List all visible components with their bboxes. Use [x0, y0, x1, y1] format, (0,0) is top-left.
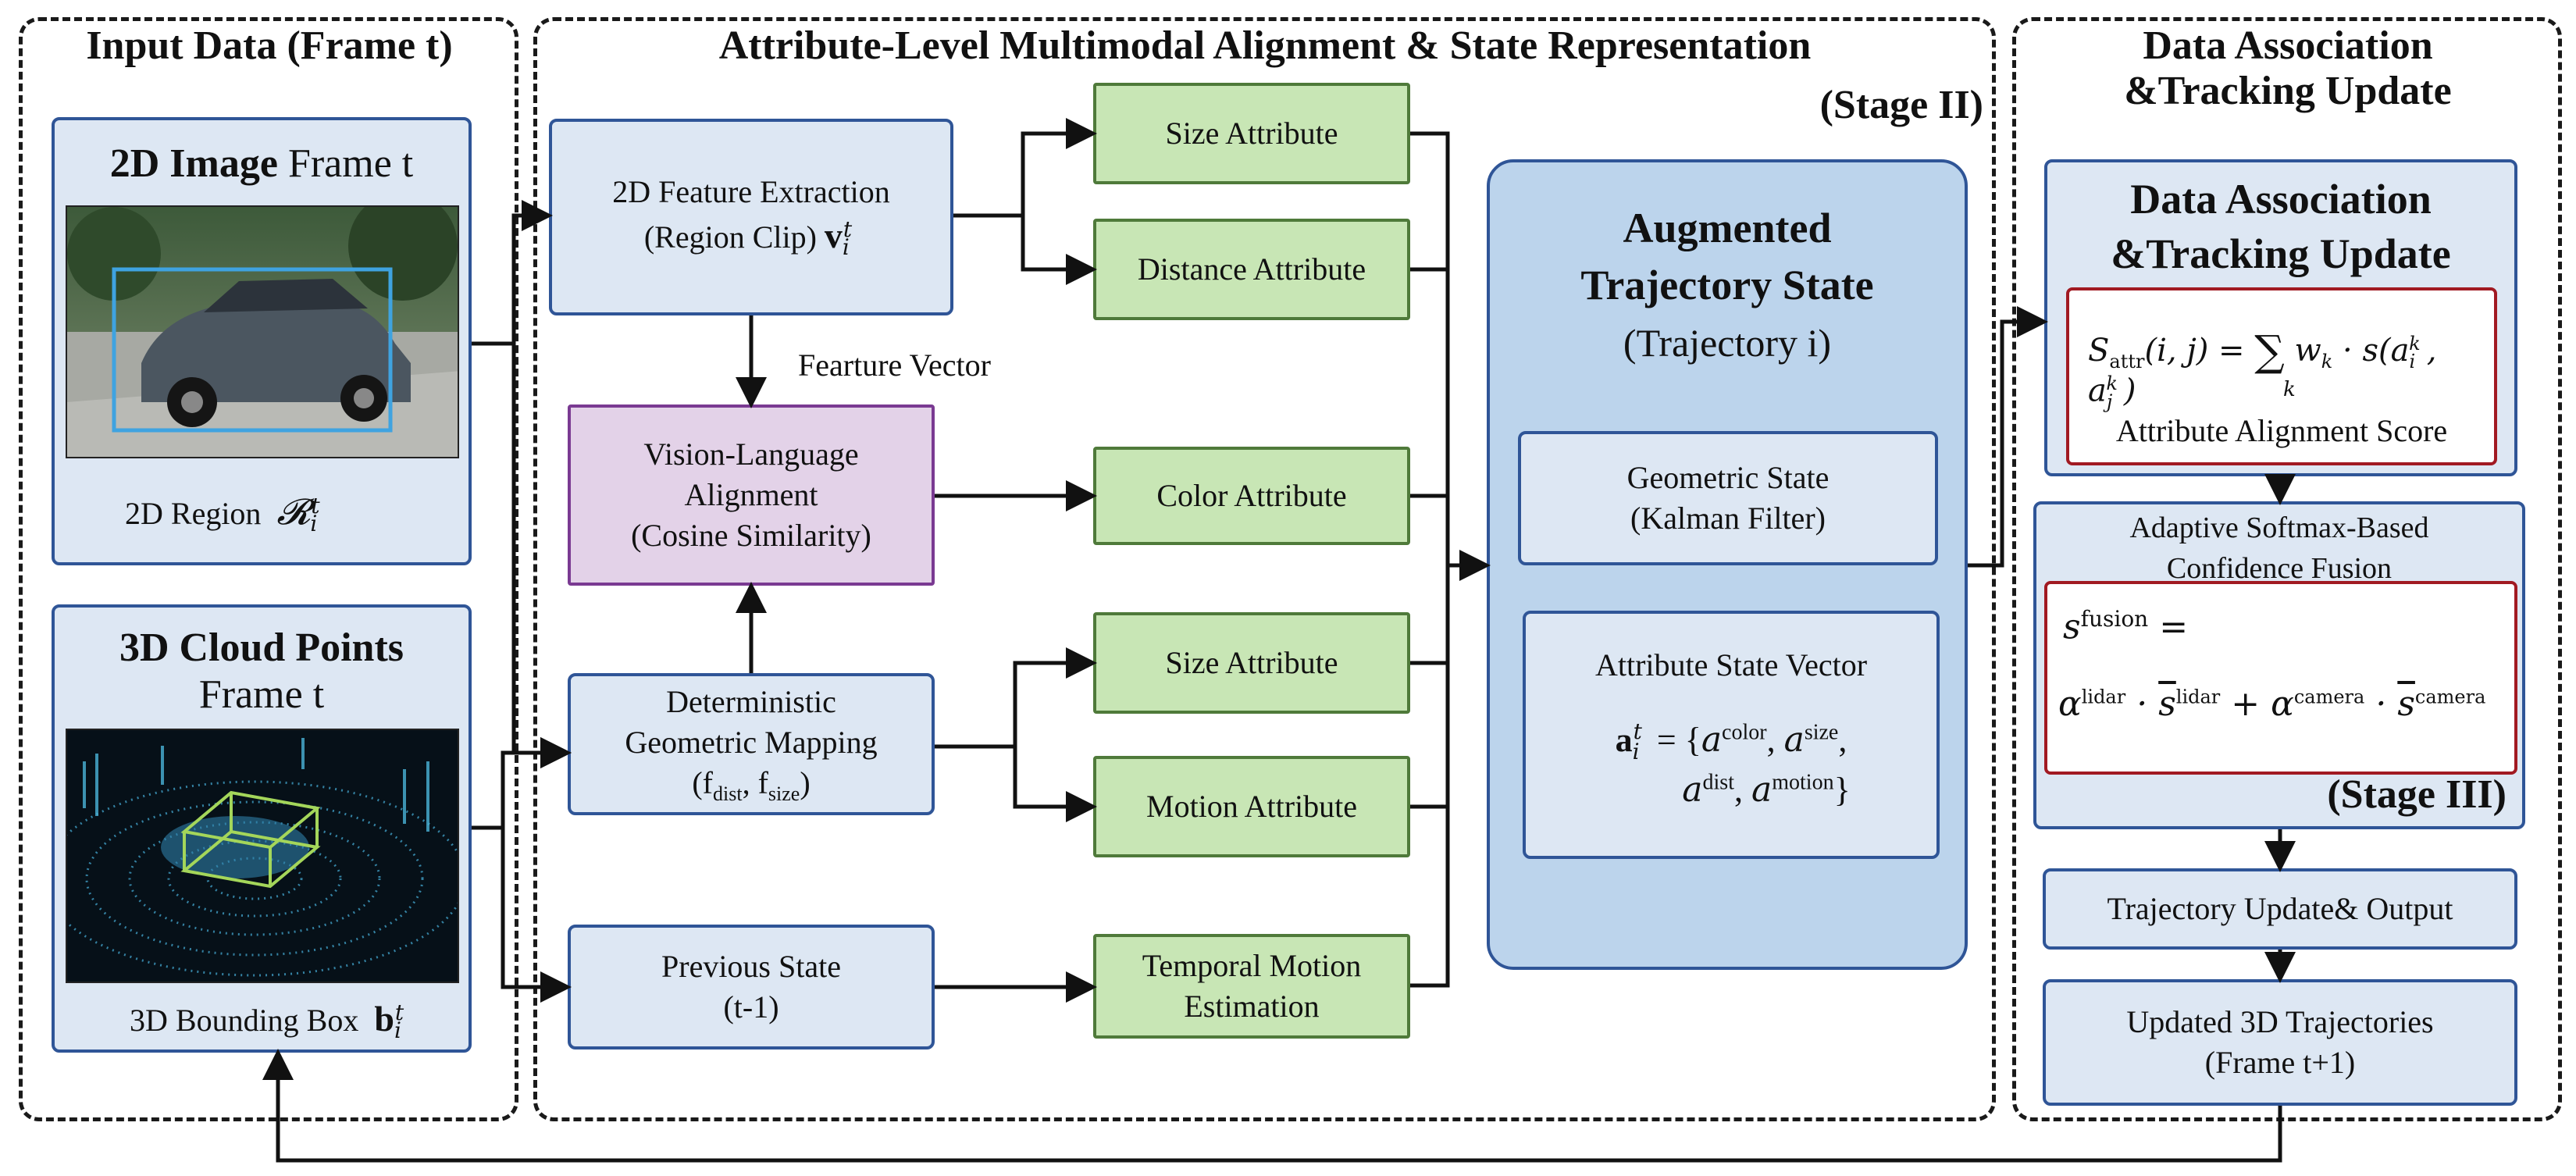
image-card-title: 2D Image Frame t: [109, 141, 414, 186]
vl-alignment-box: Vision-Language Alignment (Cosine Simila…: [568, 404, 935, 586]
lidar-photo: [66, 729, 459, 983]
traj-update-box: Trajectory Update& Output: [2043, 868, 2517, 950]
fusion-title-line1: Adaptive Softmax-Based: [2129, 511, 2429, 544]
stage3-title-line2: &Tracking Update: [2124, 69, 2452, 114]
stage3-title-line1: Data Association: [2143, 23, 2433, 68]
color-attribute: Color Attribute: [1093, 447, 1410, 545]
bbox-label: 3D Bounding Box bit: [130, 999, 404, 1043]
size-attribute-top: Size Attribute: [1093, 83, 1410, 184]
arrow-geo-to-motion: [1013, 747, 1097, 822]
feature-extraction-line2: (Region Clip) vit: [643, 216, 853, 261]
cloud-card-title-line1: 3D Cloud Points: [119, 625, 404, 670]
geometric-state-line2: (Kalman Filter): [1630, 501, 1826, 536]
score-label: Attribute Alignment Score: [2115, 413, 2448, 448]
trajectory-title: Augmented Trajectory State: [1487, 200, 1968, 315]
arrow-feature-to-distance: [1021, 216, 1097, 285]
arrow-cloud-to-geo: [472, 737, 572, 830]
feature-extraction-line1: 2D Feature Extraction: [612, 174, 890, 210]
car-photo: [66, 205, 459, 458]
attr-state-vector-title: Attribute State Vector: [1594, 647, 1868, 682]
prev-state-box: Previous State (t-1): [568, 925, 935, 1049]
temporal-motion-box: Temporal Motion Estimation: [1093, 934, 1410, 1039]
stage2-label: (Stage II): [1819, 83, 1983, 127]
updated-line1: Updated 3D Trajectories: [2126, 1004, 2434, 1039]
geo-mapping-line1: Deterministic: [666, 683, 836, 719]
geo-mapping-formula: (fdist, fsize): [692, 764, 811, 805]
arrow-image-to-geo: [472, 341, 572, 768]
arrow-feedback-loop: [262, 1049, 2282, 1163]
cloud-card-title-line2: Frame t: [198, 672, 325, 717]
geometric-state-line1: Geometric State: [1626, 460, 1830, 495]
geometric-state-box: Geometric State (Kalman Filter): [1518, 431, 1938, 565]
stage3-section-title: Data Association &Tracking Update: [2022, 23, 2553, 114]
fusion-title-line2: Confidence Fusion: [2166, 552, 2393, 586]
updated-line2: (Frame t+1): [2204, 1045, 2356, 1080]
arrow-trajectory-to-assoc: [1968, 306, 2048, 568]
motion-attribute: Motion Attribute: [1093, 756, 1410, 857]
updated-trajectories-box: Updated 3D Trajectories (Frame t+1): [2043, 979, 2517, 1106]
prev-state-line2: (t-1): [723, 989, 779, 1025]
attr-state-vector-box: Attribute State Vector ait = {acolor, as…: [1523, 611, 1940, 859]
score-formula: Sattr(i, j) = ∑ wk · s(aik, ajk): [2088, 326, 2437, 413]
attr-state-vector-formula: ait = {acolor, asize, adist, amotion}: [1615, 718, 1851, 810]
feature-vector-label: Fearture Vector: [798, 347, 991, 383]
stage3-section-frame: [2012, 17, 2562, 1121]
score-sum-index: k: [2283, 378, 2296, 401]
score-box: Sattr(i, j) = ∑ wk · s(aik, ajk) k Attri…: [2066, 287, 2497, 465]
feature-extraction-box: 2D Feature Extraction (Region Clip) vit: [549, 119, 953, 315]
trajectory-title-line1: Augmented: [1623, 205, 1832, 251]
arrow-image-to-feature: [472, 200, 553, 346]
prev-state-line1: Previous State: [661, 949, 841, 984]
temporal-motion-line2: Estimation: [1184, 989, 1320, 1024]
geo-mapping-box: Deterministic Geometric Mapping (fdist, …: [568, 673, 935, 815]
fusion-formula-line1: sfusion =: [2063, 606, 2189, 647]
vl-alignment-line1: Vision-Language: [643, 437, 859, 472]
distance-attribute: Distance Attribute: [1093, 219, 1410, 320]
input-section-title: Input Data (Frame t): [86, 23, 453, 68]
fusion-formula-line2: αlidar · slidar + αcamera · scamera: [2058, 684, 2486, 724]
temporal-motion-line1: Temporal Motion: [1142, 948, 1362, 983]
arrow-cloud-to-prev: [501, 828, 572, 1003]
assoc-title-line1: Data Association: [2130, 176, 2432, 223]
region-label: 2D Region 𝓡it: [125, 490, 320, 536]
arrow-feature-to-size: [953, 118, 1097, 218]
bus-attributes: [1410, 131, 1450, 988]
stage3-label: (Stage III): [2327, 772, 2507, 817]
stage2-section-title: Attribute-Level Multimodal Alignment & S…: [718, 23, 1812, 68]
input-section-frame: [19, 17, 518, 1121]
geo-mapping-line2: Geometric Mapping: [625, 724, 878, 760]
fusion-formula-box: sfusion = αlidar · slidar + αcamera · sc…: [2044, 581, 2517, 775]
stage2-section-frame: [533, 17, 1996, 1121]
vl-alignment-line3: (Cosine Similarity): [631, 518, 871, 553]
assoc-title-line2: &Tracking Update: [2111, 230, 2451, 278]
size-attribute-mid: Size Attribute: [1093, 612, 1410, 714]
arrow-geo-to-size: [935, 647, 1097, 749]
vl-alignment-line2: Alignment: [684, 477, 818, 512]
trajectory-subtitle: (Trajectory i): [1623, 321, 1832, 365]
trajectory-title-line2: Trajectory State: [1580, 262, 1874, 309]
